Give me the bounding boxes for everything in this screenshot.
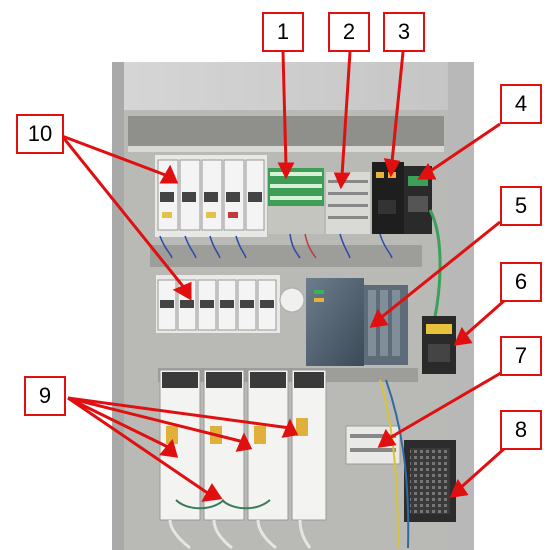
terminal-blocks-grey — [326, 172, 370, 234]
wire-duct — [150, 245, 422, 267]
callout-arrows — [60, 51, 507, 502]
relay-module — [372, 162, 404, 234]
cooling-fan — [404, 440, 456, 522]
callout-label-10: 10 — [16, 114, 64, 154]
callout-label-2: 2 — [328, 12, 370, 52]
terminal-blocks-green — [268, 168, 324, 234]
circuit-breakers-top — [155, 155, 267, 237]
circuit-breakers-middle — [156, 275, 305, 333]
callout-label-6: 6 — [500, 262, 542, 302]
contactor-right — [422, 316, 456, 374]
callout-label-4: 4 — [500, 84, 542, 124]
callout-label-9: 9 — [24, 376, 66, 416]
plc-unit — [306, 278, 408, 366]
callout-label-5: 5 — [500, 186, 542, 226]
callout-label-8: 8 — [500, 410, 542, 450]
callout-label-1: 1 — [262, 12, 304, 52]
callout-label-7: 7 — [500, 336, 542, 376]
drive-cables — [168, 499, 312, 550]
motor-drives — [159, 369, 327, 521]
callout-label-3: 3 — [383, 12, 425, 52]
